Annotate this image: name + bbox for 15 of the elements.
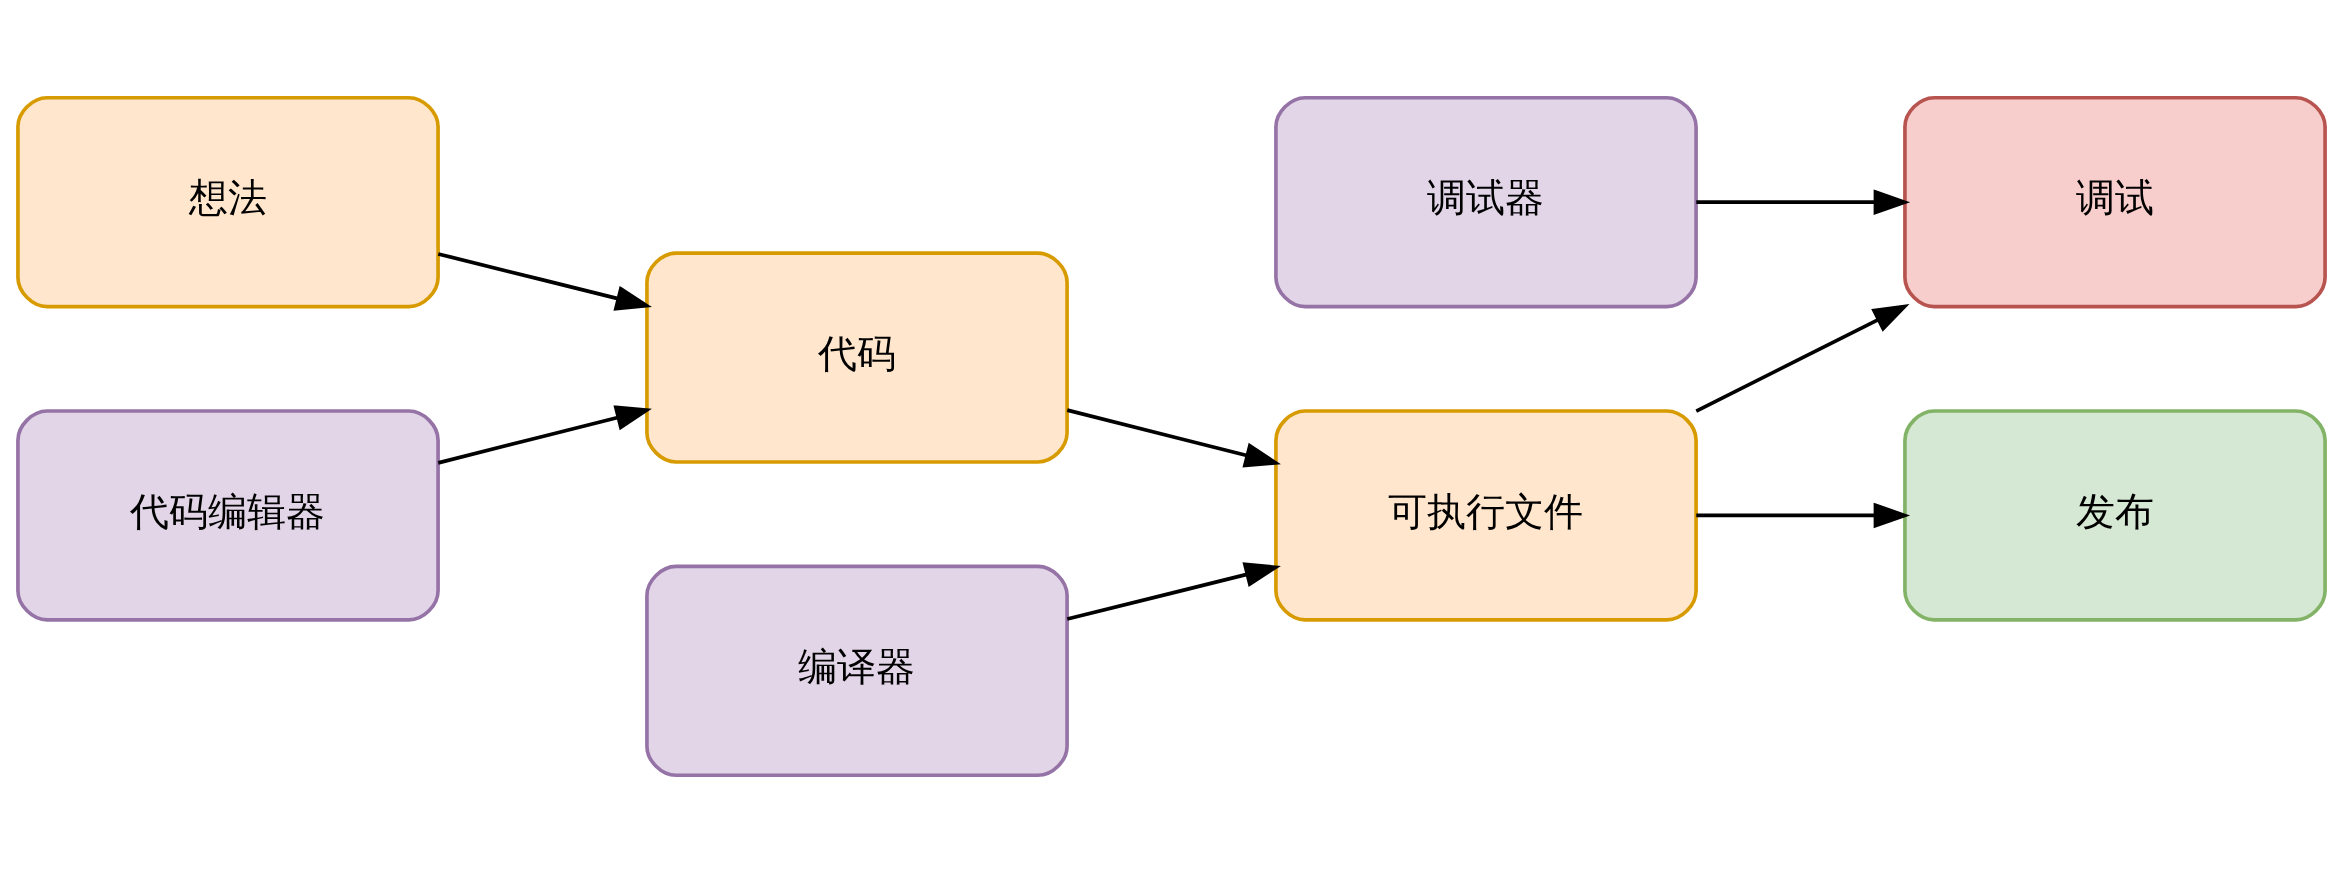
arrow: [1696, 502, 1911, 529]
node-box: 可执行文件: [1274, 409, 1698, 622]
arrow: [1696, 189, 1911, 215]
node-box: 调试器: [1274, 95, 1698, 309]
arrow: [1066, 408, 1281, 468]
arrow: [437, 405, 652, 465]
arrow: [1066, 562, 1281, 621]
node-box: 代码: [645, 251, 1069, 464]
node-box: 想法: [16, 95, 440, 309]
arrow: [1695, 304, 1910, 413]
node-box: 调试: [1903, 95, 2327, 309]
arrow: [437, 252, 652, 311]
node-box: 代码编辑器: [16, 409, 440, 622]
node-box: 发布: [1903, 409, 2327, 622]
node-box: 编译器: [645, 564, 1069, 778]
